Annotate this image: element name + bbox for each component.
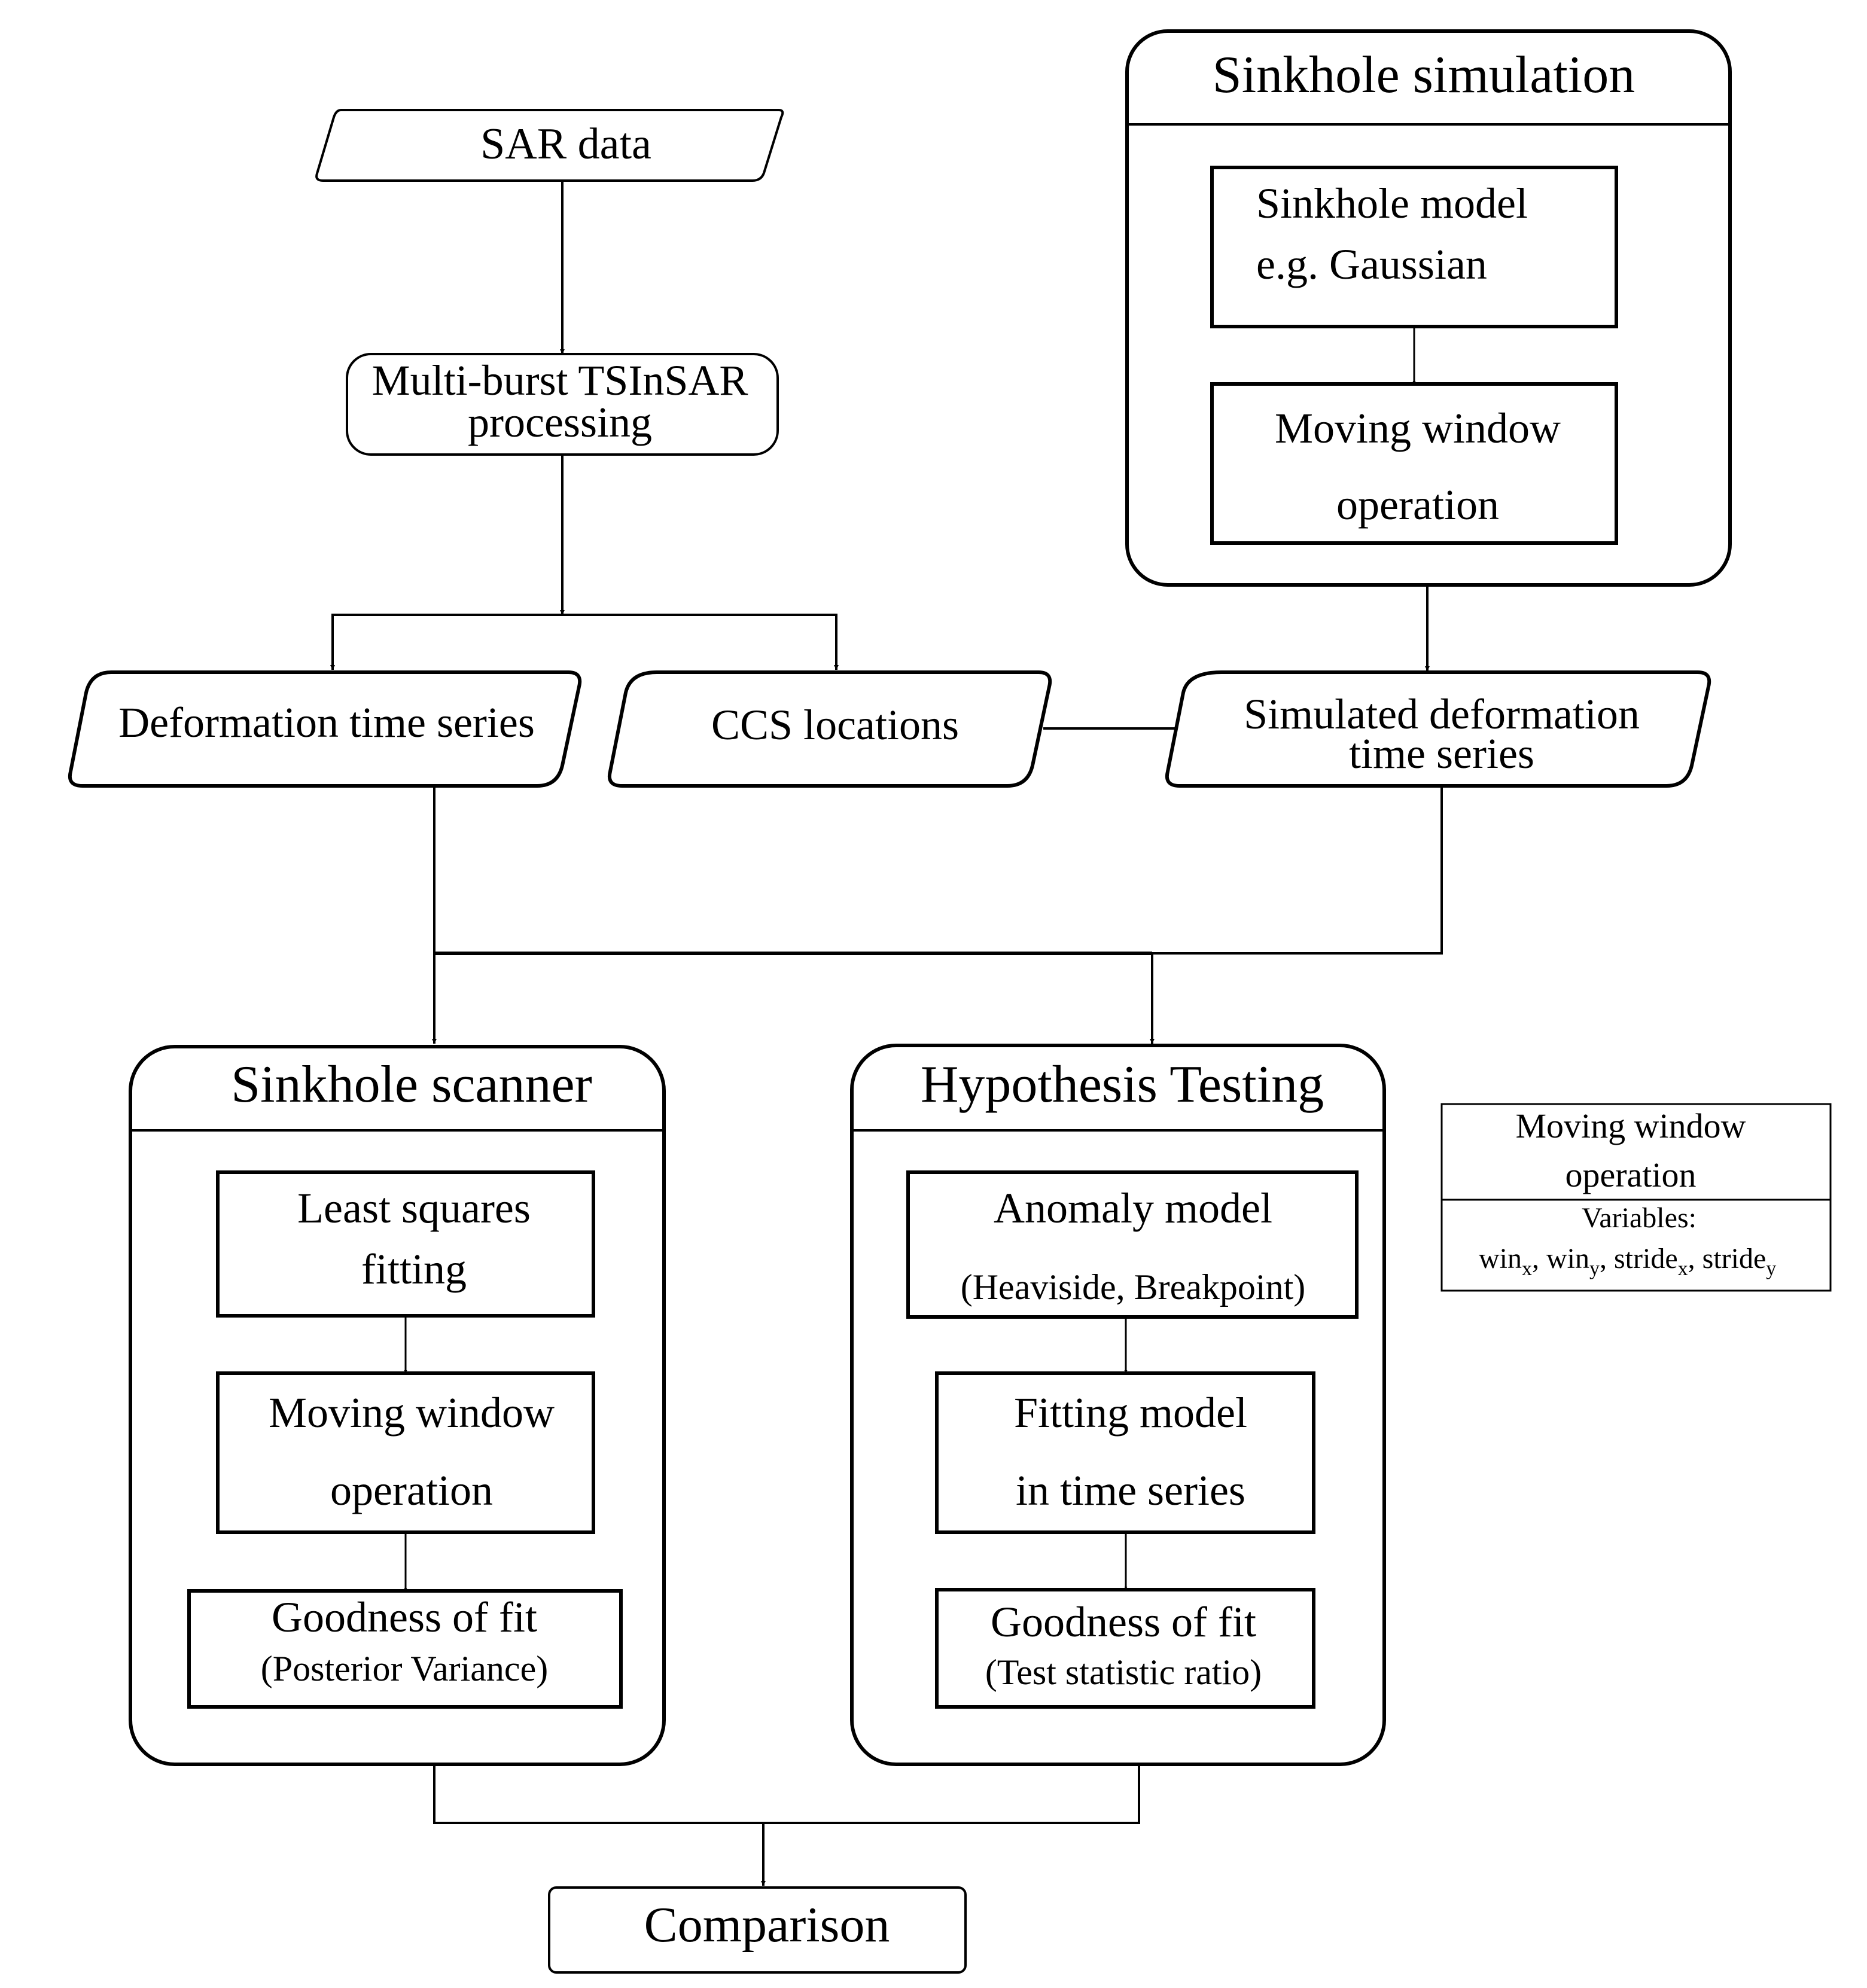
least-squares-line2: fitting [361,1245,467,1293]
least-squares-box [216,1170,595,1318]
ccs-locations-label: CCS locations [711,701,959,749]
anomaly-model-line2: (Heaviside, Breakpoint) [961,1267,1305,1307]
simulation-moving-window-line2: operation [1336,481,1499,529]
sinkhole-model-box [1210,166,1618,328]
hypothesis-goodness-line1: Goodness of fit [991,1598,1256,1646]
sar-data-label: SAR data [480,120,651,169]
legend-title-line2: operation [1565,1155,1696,1194]
simulated-label-line1: Simulated deformation [1244,690,1640,738]
legend-var-2: win [1546,1243,1589,1274]
line-simulated-down [1152,783,1443,955]
fitting-model-line1: Fitting model [1014,1389,1247,1437]
hypothesis-goodness-line2: (Test statistic ratio) [985,1652,1262,1692]
anomaly-model-line1: Anomaly model [994,1184,1272,1232]
simulated-label-line2: time series [1349,730,1534,777]
anomaly-model-box [906,1170,1359,1319]
scanner-moving-window-box [216,1371,595,1534]
legend-variables: winx, winy, stridex, stridey [1479,1243,1776,1280]
scanner-goodness-line2: (Posterior Variance) [261,1649,548,1688]
connectors [330,179,1443,1886]
sinkhole-scanner-group: Sinkhole scanner Least squares fitting M… [129,1045,666,1766]
scanner-moving-window-line2: operation [330,1466,493,1514]
fitting-model-line2: in time series [1016,1466,1245,1514]
least-squares-line1: Least squares [297,1184,531,1232]
legend-var-3: stride [1614,1243,1678,1274]
simulation-moving-window-box [1210,382,1618,545]
ccs-locations-node: CCS locations [608,670,1052,788]
comparison-node: Comparison [548,1886,967,1974]
sinkhole-scanner-title: Sinkhole scanner [231,1056,592,1114]
legend-box: Moving window operation Variables: winx,… [1440,1103,1832,1292]
tsinsar-processing-node: Multi-burst TSInSAR processing [346,353,779,456]
comparison-label: Comparison [644,1897,890,1953]
deformation-label: Deformation time series [118,699,535,746]
deformation-time-series-node: Deformation time series [68,670,582,788]
scanner-goodness-box [187,1589,623,1709]
simulated-deformation-node: Simulated deformation time series [1165,670,1711,788]
legend-title-line1: Moving window [1515,1106,1746,1145]
legend-var-4: stride [1702,1243,1767,1274]
sinkhole-simulation-title: Sinkhole simulation [1213,46,1635,104]
merge-to-comparison [433,1764,1140,1824]
sinkhole-model-line2: e.g. Gaussian [1256,240,1487,288]
scanner-goodness-line1: Goodness of fit [272,1593,537,1641]
tsinsar-label-line1: Multi-burst TSInSAR [372,356,748,404]
sar-data-node: SAR data [315,109,784,182]
hypothesis-testing-group: Hypothesis Testing Anomaly model (Heavis… [850,1044,1386,1766]
hypothesis-goodness-box [935,1588,1315,1709]
legend-variables-label: Variables: [1582,1202,1697,1234]
split-bar [331,614,837,670]
legend-var-1: win [1479,1243,1522,1274]
tsinsar-label-line2: processing [468,398,652,446]
scanner-moving-window-line1: Moving window [269,1389,555,1437]
simulation-moving-window-line1: Moving window [1275,404,1561,452]
sinkhole-model-line1: Sinkhole model [1256,179,1528,227]
sinkhole-simulation-group: Sinkhole simulation Sinkhole model e.g. … [1125,29,1732,587]
hypothesis-testing-title: Hypothesis Testing [921,1056,1324,1114]
fitting-model-box [935,1371,1315,1534]
